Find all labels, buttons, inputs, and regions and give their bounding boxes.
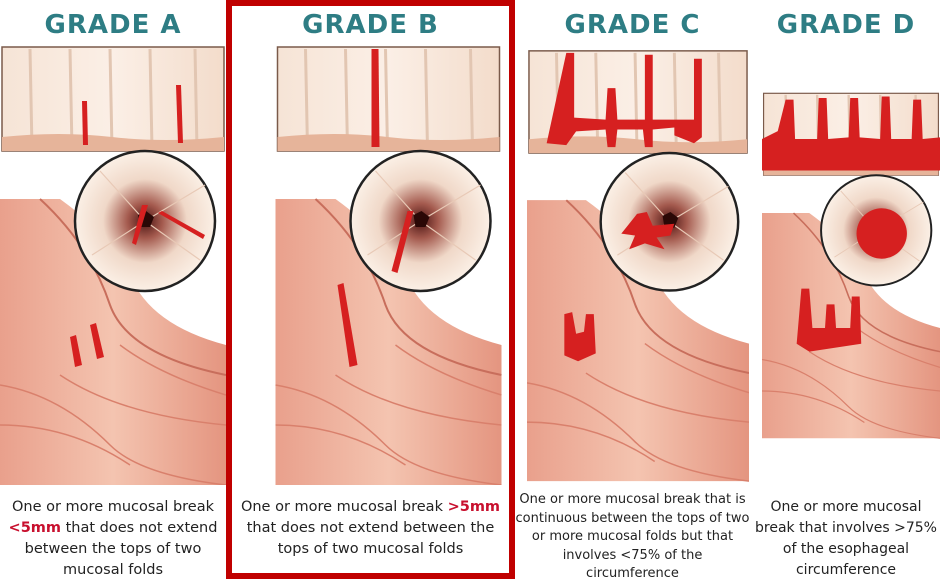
grade-a-caption: One or more mucosal break <5mm that does…	[0, 497, 226, 581]
grade-c-caption: One or more mucosal break that is contin…	[515, 491, 750, 584]
grade-a-illustration	[0, 45, 226, 485]
grade-d-title: GRADE D	[752, 10, 940, 40]
grade-c-illustration	[527, 45, 749, 485]
grade-c-title: GRADE C	[515, 10, 750, 40]
grade-a-title: GRADE A	[0, 10, 226, 40]
grade-a-caption-text: One or more mucosal break	[12, 499, 214, 515]
grade-b-highlight-frame	[226, 0, 515, 579]
grade-d-illustration	[762, 45, 940, 485]
grade-a-panel: GRADE A One or more mucosal break <5mm t…	[0, 0, 226, 587]
grade-a-size-highlight: <5mm	[9, 520, 61, 536]
grade-d-caption: One or more mucosal break that involves …	[752, 497, 940, 581]
grade-d-panel: GRADE D One or more mucosal break that i…	[752, 0, 940, 587]
grade-c-panel: GRADE C One or more mucosal break that i…	[515, 0, 750, 587]
